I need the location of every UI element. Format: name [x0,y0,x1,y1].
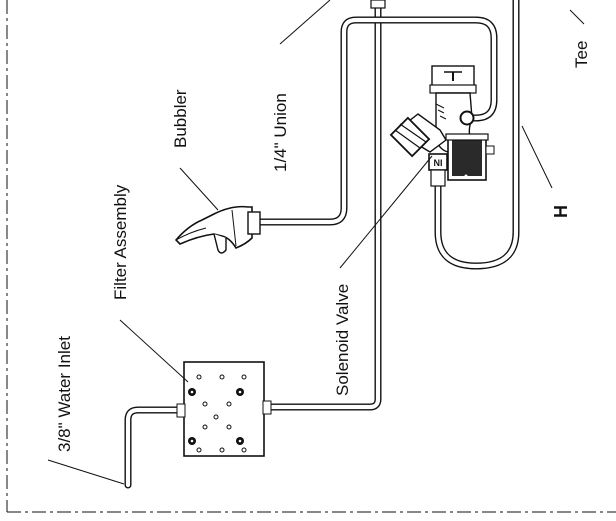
label-filter-assembly: Filter Assembly [111,184,130,300]
frame-border [6,0,616,513]
label-bubbler: Bubbler [171,89,190,148]
labels: 3/8" Water Inlet Filter Assembly Bubbler… [55,41,591,452]
leader-union [279,0,331,45]
label-tee: Tee [572,41,591,68]
label-solenoid-valve: Solenoid Valve [333,284,352,396]
leader-filter-assembly [119,319,189,383]
label-union: 1/4" Union [271,93,290,172]
filter-assembly [176,361,272,457]
label-water-inlet: 3/8" Water Inlet [55,336,74,452]
tubing [124,0,520,489]
leader-solenoid-valve [339,155,433,269]
valve-marking: NI [434,158,443,168]
leader-water-inlet [47,459,125,485]
leader-tee [569,9,585,25]
leader-h [521,125,553,189]
solenoid-valve: NI [389,65,495,187]
leader-lines [47,0,585,485]
label-h: H [551,205,571,218]
inlet-tube [124,406,192,489]
leader-bubbler [179,167,219,211]
filter-outlet-tube [258,0,382,411]
union-fitting [370,0,386,9]
bubbler [174,205,261,254]
